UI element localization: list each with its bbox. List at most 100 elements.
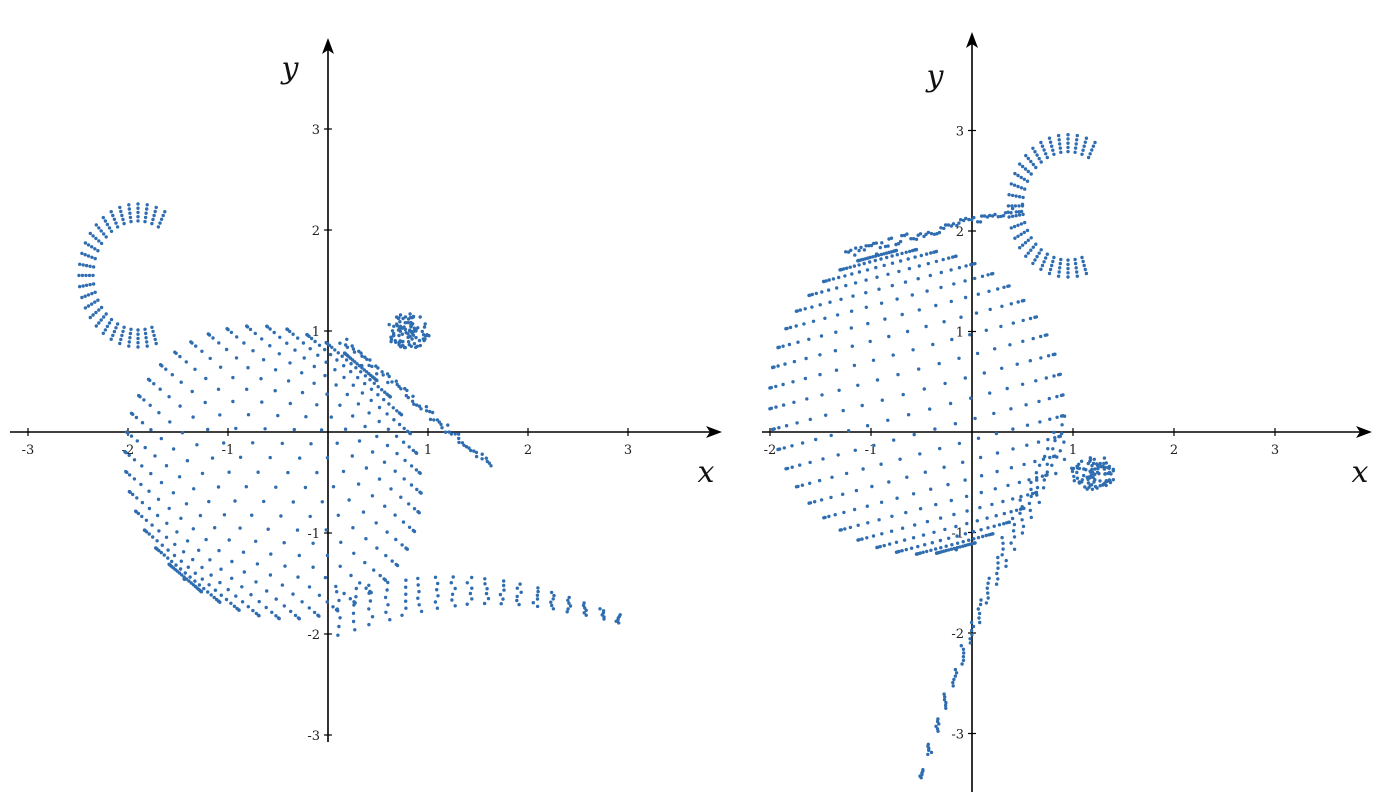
data-point [191, 557, 195, 562]
data-point [963, 279, 967, 283]
data-point [834, 330, 838, 334]
data-point [227, 538, 231, 542]
data-point [136, 332, 140, 336]
data-point [404, 578, 408, 582]
data-point [804, 356, 808, 361]
data-point [1009, 541, 1013, 545]
data-point [1088, 459, 1092, 463]
data-point [821, 457, 825, 461]
data-point [131, 412, 135, 416]
data-point [982, 371, 986, 375]
data-point [383, 504, 387, 508]
data-point [107, 226, 112, 230]
data-point [929, 487, 933, 491]
data-point [368, 599, 373, 603]
data-point [419, 609, 424, 614]
data-point [172, 553, 177, 558]
data-point [904, 510, 908, 515]
data-point [409, 323, 414, 328]
data-point [1016, 223, 1020, 227]
data-point [385, 372, 390, 376]
data-point [1011, 321, 1015, 325]
data-point [285, 341, 289, 345]
y-axis-arrowhead [966, 32, 978, 48]
data-point [1096, 463, 1100, 468]
data-point [1034, 379, 1038, 383]
data-point [870, 484, 874, 489]
data-point [498, 592, 503, 597]
data-point [994, 582, 999, 586]
data-point [255, 562, 260, 566]
data-point [179, 516, 183, 520]
data-point [1090, 148, 1094, 152]
data-point [286, 379, 291, 383]
data-point [333, 348, 337, 352]
data-point [846, 429, 851, 433]
data-point [1037, 156, 1041, 161]
data-point [1090, 470, 1095, 474]
data-point [408, 315, 413, 320]
data-point [1002, 522, 1006, 526]
data-point [1047, 136, 1052, 140]
data-point [398, 329, 402, 333]
data-point [251, 441, 255, 445]
data-point [164, 367, 168, 371]
data-point [153, 337, 157, 342]
data-point [465, 581, 469, 585]
data-point [953, 674, 958, 678]
data-point [1052, 374, 1056, 378]
data-point [917, 367, 921, 371]
data-point [395, 451, 399, 456]
data-point [317, 614, 321, 618]
data-point [873, 258, 877, 263]
data-point [450, 598, 454, 602]
data-point [994, 514, 998, 518]
data-point [829, 495, 833, 500]
data-point [406, 395, 410, 400]
data-point [1010, 193, 1015, 198]
data-point [170, 559, 174, 564]
data-point [308, 347, 312, 351]
data-point [385, 412, 389, 416]
data-point [403, 321, 407, 325]
data-point [894, 248, 898, 253]
data-point [342, 591, 346, 596]
data-point [781, 403, 786, 407]
data-point [300, 371, 304, 375]
data-point [149, 428, 153, 432]
data-point [943, 527, 947, 532]
data-point [987, 289, 991, 293]
data-point [420, 329, 424, 334]
data-point [484, 456, 488, 460]
data-point [783, 362, 787, 366]
data-point [193, 579, 197, 583]
data-point [166, 548, 170, 552]
data-point [386, 427, 391, 431]
data-point [135, 439, 139, 443]
data-point [828, 300, 832, 304]
data-point [246, 413, 251, 417]
data-point [1111, 469, 1116, 473]
data-point [465, 602, 469, 606]
data-point [157, 548, 161, 553]
data-point [892, 438, 896, 442]
data-point [896, 372, 900, 377]
data-point [1082, 473, 1086, 478]
data-point [955, 223, 959, 228]
data-point [245, 387, 249, 391]
data-point [309, 442, 313, 446]
data-point [300, 600, 304, 604]
data-point [1090, 483, 1094, 487]
data-point [896, 242, 901, 246]
data-point [127, 453, 131, 457]
data-point [341, 469, 346, 474]
data-point [376, 385, 380, 389]
x-tick-label: -2 [764, 443, 777, 458]
data-point [875, 378, 880, 382]
data-point [953, 422, 958, 426]
data-point [268, 327, 272, 331]
data-point [180, 573, 184, 577]
data-point [229, 330, 234, 335]
data-point [197, 548, 201, 552]
